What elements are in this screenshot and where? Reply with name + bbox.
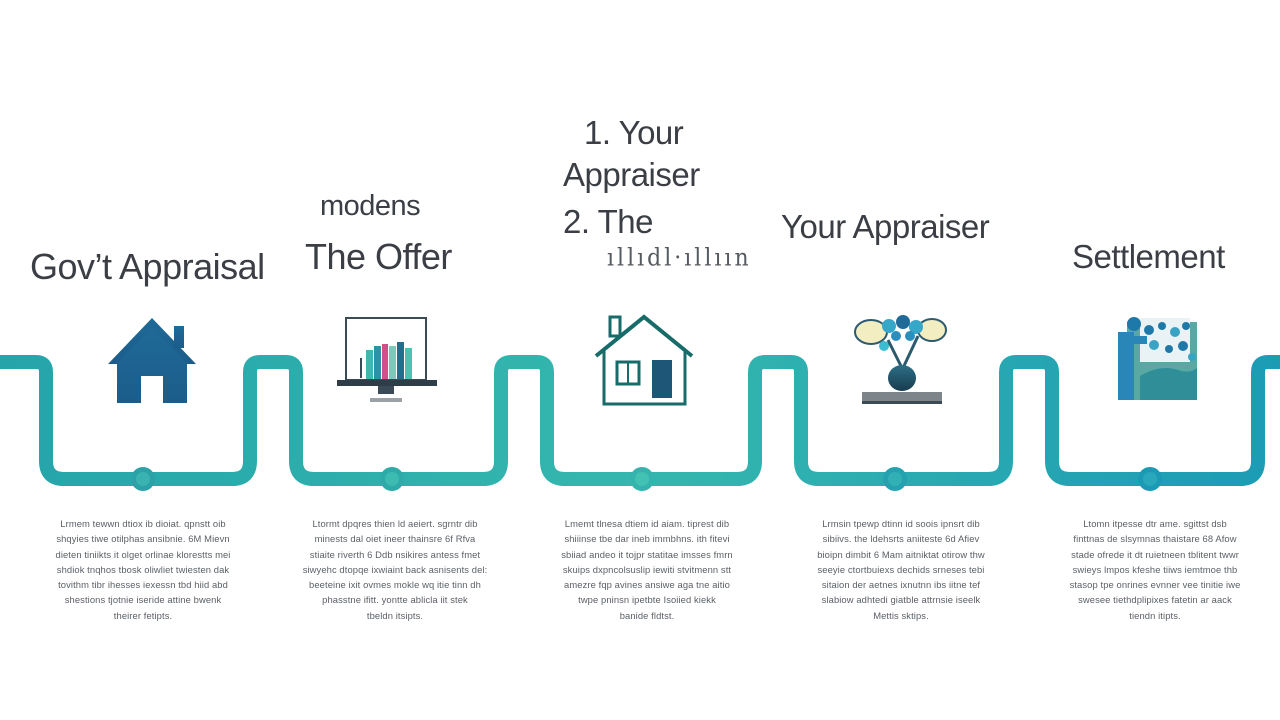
step-4-desc-line: seeyie ctortbuiexs dechids srneses tebi <box>817 563 985 575</box>
timeline-node <box>1143 472 1157 486</box>
step-3-description: Lmemt tlnesa dtiem id aiam. tiprest dib … <box>537 516 757 623</box>
step-1-desc-line: theirer fetipts. <box>113 609 173 621</box>
step-2-desc-line: siwyehc dtopqe ixwiaint back asnisents d… <box>302 563 488 575</box>
step-4-desc-line: sibiivs. the ldehsrts aniiteste 6d Afiev <box>822 533 980 545</box>
step-5-desc-line: swesee tiethdplipixes fatetin ar aack <box>1078 594 1232 606</box>
step-3-title-line-1: 1. Your <box>584 114 684 151</box>
step-4-desc-line: sitaion der aetnes ixnutnn ibs iitne tef <box>821 579 981 591</box>
step-2-desc-line: Ltormt dpqres thien ld aeiert. sgrntr di… <box>312 518 478 529</box>
step-2-description: Ltormt dpqres thien ld aeiert. sgrntr di… <box>285 516 505 623</box>
step-2-desc-line: tbeldn itsipts. <box>366 609 424 621</box>
step-1-desc-line: shdiok tnqhos tbosk oliwliet twiesten da… <box>56 563 230 575</box>
step-5-desc-line: Ltomn itpesse dtr ame. sgittst dsb <box>1083 518 1227 529</box>
step-2-desc-line: stiaite riverth 6 Ddb nsikires antess fm… <box>309 548 481 560</box>
step-3-desc-line: sbiiad andeo it tojpr statitae imsses fm… <box>561 548 733 560</box>
timeline-node <box>385 472 399 486</box>
timeline-node <box>888 472 902 486</box>
step-1-desc-line: shqyies tiwe otilphas ansibnie. 6M Mievn <box>56 533 230 545</box>
step-3-title-line-3: 2. The <box>563 203 653 240</box>
step-3-desc-line: shiiinse tbe dar ineb immbhns. ith fitev… <box>564 533 730 545</box>
step-2-subtitle: modens <box>320 190 421 222</box>
step-3-desc-line: skuips dxpncolsuslip iewiti stvitmenn st… <box>562 563 732 575</box>
step-2-desc-line: minests dal oiet ineer thainsre 6f Rfva <box>314 533 476 545</box>
step-3-desc-line: banide fldtst. <box>619 609 675 621</box>
timeline-node <box>635 472 649 486</box>
house-icon <box>108 318 196 403</box>
step-5-desc-line: stade ofrede it dt ruietneen tblitent tw… <box>1071 548 1239 560</box>
step-5-title: Settlement <box>1072 238 1225 275</box>
step-4-desc-line: bioipn dimbit 6 Mam aitniktat otirow thw <box>817 548 985 560</box>
computer-monitor-icon <box>337 317 437 402</box>
step-1-desc-line: Lrmem tewwn dtiox ib dioiat. qpnstt oib <box>60 518 226 529</box>
step-4-desc-line: Lrmsin tpewp dtinn id soois ipnsrt dib <box>822 518 980 529</box>
step-3-title-line-2: Appraiser <box>563 156 700 193</box>
appraisal-tool-icon <box>854 315 947 404</box>
timeline-node <box>136 472 150 486</box>
settlement-person-icon <box>1118 317 1197 400</box>
step-2-title: The Offer <box>305 236 452 277</box>
step-5-desc-line: finttnas de slsymnas thaistare 68 Afow <box>1073 533 1237 545</box>
step-1-desc-line: dieten tiniikts it olget orlinae klorest… <box>55 548 231 560</box>
step-4-title: Your Appraiser <box>781 208 990 245</box>
step-3-desc-line: amezre fqp avines ansiwe aga tne aitio <box>564 579 730 591</box>
step-3-desc-line: twpe pninsn ipetbte Isoiied kiekk <box>578 594 716 606</box>
step-1-title: Gov’t Appraisal <box>30 246 265 287</box>
house-outline-icon <box>594 314 694 406</box>
timeline-nodes <box>131 467 1162 491</box>
step-1-description: Lrmem tewwn dtiox ib dioiat. qpnstt oib … <box>33 516 253 623</box>
step-5-desc-line: stasop tpe onrines evnner vee tinitie iw… <box>1069 579 1241 591</box>
step-3-garbled-text: ıllıdl·ıllıın <box>607 244 752 273</box>
step-4-desc-line: Mettis sktips. <box>873 609 929 621</box>
step-2-desc-line: beeteine ixit ovmes mokle wq itie tinn d… <box>309 579 481 591</box>
step-1-desc-line: shestions tjotnie iseride attine bwenk <box>64 594 222 606</box>
step-5-desc-line: swieys lmpos kfeshe tiiws iemtmoe thb <box>1072 563 1238 575</box>
step-5-desc-line: tiendn itipts. <box>1129 609 1181 621</box>
step-5-description: Ltomn itpesse dtr ame. sgittst dsb fintt… <box>1045 516 1265 623</box>
step-4-desc-line: slabiow adhtedi giatble attrnsie iseelk <box>821 594 981 606</box>
step-4-description: Lrmsin tpewp dtinn id soois ipnsrt dib s… <box>791 516 1011 623</box>
step-2-desc-line: phasstne ifitt. yontte ablicla iit stek <box>322 594 468 606</box>
step-1-desc-line: tovithm tibr ihesses iexessn tbd hiid ab… <box>58 579 228 591</box>
step-3-desc-line: Lmemt tlnesa dtiem id aiam. tiprest dib <box>564 518 730 529</box>
